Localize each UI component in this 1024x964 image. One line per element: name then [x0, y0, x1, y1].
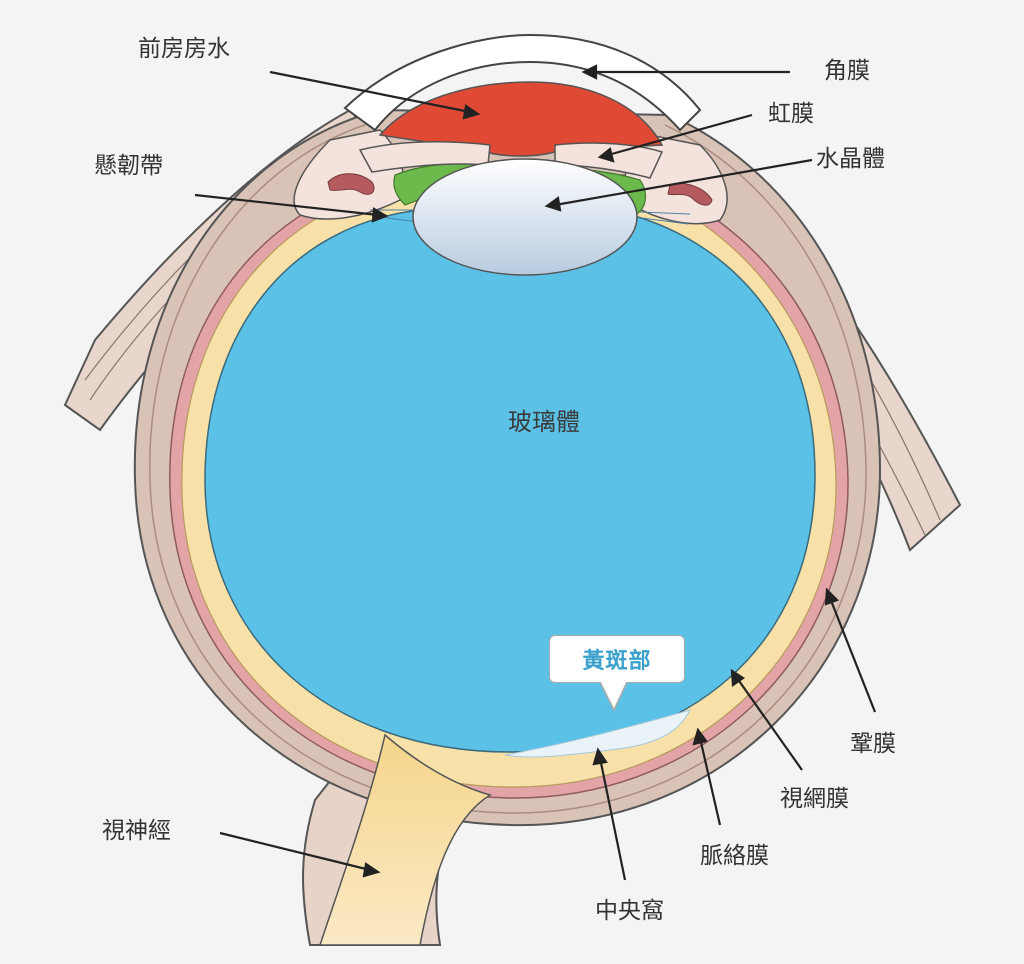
- label-choroid: 脈絡膜: [700, 843, 769, 869]
- label-iris: 虹膜: [768, 101, 814, 127]
- iris-left: [358, 140, 491, 173]
- label-sclera: 鞏膜: [850, 731, 896, 757]
- label-fovea: 中央窩: [595, 898, 664, 924]
- callout-tail: [599, 682, 628, 712]
- label-anterior-chamber: 前房房水: [138, 36, 230, 62]
- optic-nerve: [318, 733, 492, 946]
- pointer-arrows: [194, 64, 877, 881]
- label-macula: 黃斑部: [582, 649, 652, 674]
- macula-area: [504, 709, 691, 758]
- cornea: [343, 33, 702, 132]
- label-retina: 視網膜: [780, 786, 849, 812]
- label-lens: 水晶體: [816, 146, 885, 172]
- label-zonule: 懸韌帶: [94, 153, 163, 179]
- lens-shape: [412, 158, 638, 276]
- vitreous-body: [204, 209, 816, 753]
- label-vitreous: 玻璃體: [508, 408, 580, 436]
- macula-callout: 黃斑部: [549, 635, 685, 683]
- label-cornea: 角膜: [824, 58, 870, 84]
- anterior-chamber: [378, 81, 664, 157]
- label-optic-nerve: 視神經: [102, 818, 171, 844]
